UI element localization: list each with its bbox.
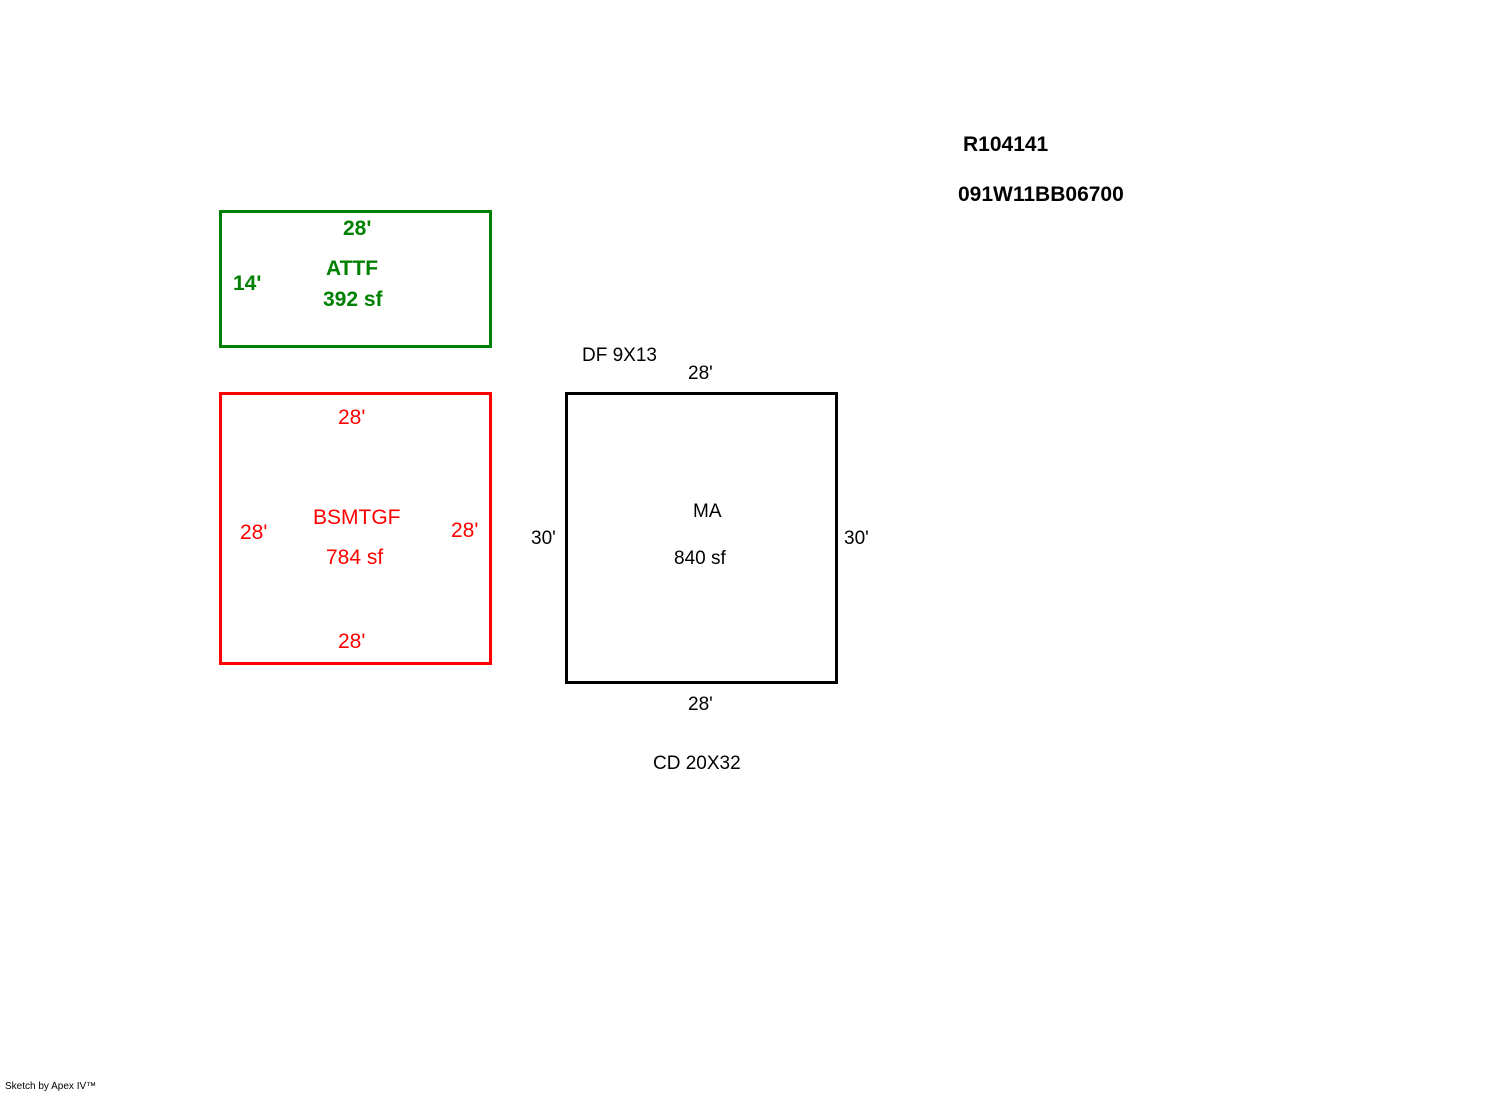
bsmtgf-area-value: 784 sf [326,546,384,569]
ma-right-dimension: 30' [844,528,869,549]
bsmtgf-left-dimension: 28' [240,521,268,544]
bsmtgf-right-dimension: 28' [451,519,479,542]
parcel-number: 091W11BB06700 [958,183,1124,206]
record-id: R104141 [963,133,1049,156]
bsmtgf-label: BSMTGF [313,506,401,529]
attf-left-dimension: 14' [233,272,262,295]
attf-area-value: 392 sf [323,288,383,311]
ma-top-dimension: 28' [688,363,713,384]
ma-bottom-dimension: 28' [688,694,713,715]
bsmtgf-area-outline [219,392,492,665]
attf-area-outline [219,210,492,348]
attf-top-dimension: 28' [343,217,372,240]
sketch-credit: Sketch by Apex IV™ [5,1081,97,1092]
ma-left-dimension: 30' [531,528,556,549]
df-note: DF 9X13 [582,345,657,366]
cd-note: CD 20X32 [653,753,741,774]
bsmtgf-top-dimension: 28' [338,406,366,429]
ma-area-outline [565,392,838,684]
bsmtgf-bottom-dimension: 28' [338,630,366,653]
ma-area-value: 840 sf [674,548,726,569]
ma-label: MA [693,501,722,522]
attf-label: ATTF [326,257,379,280]
